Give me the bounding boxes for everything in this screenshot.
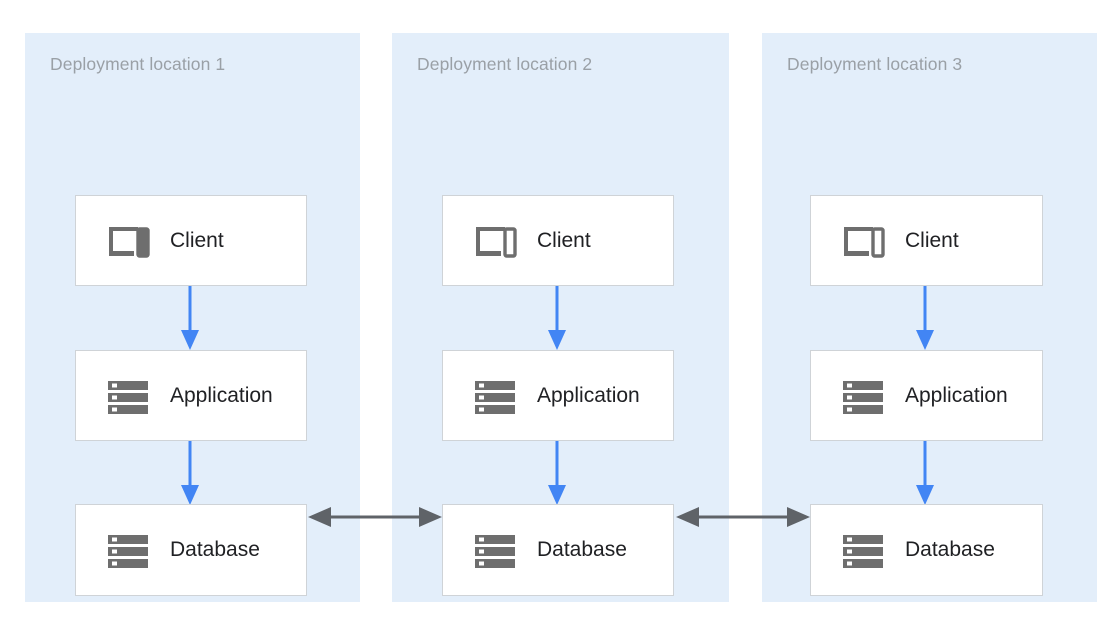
node-label: Client — [537, 228, 591, 252]
server-stack-icon — [843, 380, 883, 414]
arrow-client-to-application — [916, 286, 934, 350]
arrow-database-1-to-database-2 — [308, 507, 442, 527]
node-label: Application — [537, 383, 640, 407]
arrow-application-to-database — [181, 441, 199, 505]
server-stack-icon — [475, 535, 515, 568]
devices-icon — [844, 226, 885, 258]
server-stack-icon — [108, 380, 148, 414]
deployment-zone-3: Deployment location 3 Client Applicat — [762, 33, 1097, 602]
zone-label: Deployment location 2 — [417, 54, 593, 74]
node-label: Application — [905, 383, 1008, 407]
arrow-client-to-application — [548, 286, 566, 350]
zone-label: Deployment location 3 — [787, 54, 963, 74]
server-stack-icon — [843, 535, 883, 568]
server-stack-icon — [475, 380, 515, 414]
node-client[interactable]: Client — [75, 195, 307, 286]
deployment-zone-1: Deployment location 1 Client — [25, 33, 360, 602]
arrow-database-2-to-database-3 — [676, 507, 810, 527]
zone-label: Deployment location 1 — [50, 54, 226, 74]
server-stack-icon — [108, 535, 148, 568]
node-client[interactable]: Client — [442, 195, 674, 286]
node-label: Client — [905, 228, 959, 252]
node-label: Database — [170, 538, 260, 561]
node-application[interactable]: Application — [75, 350, 307, 441]
arrow-client-to-application — [181, 286, 199, 350]
node-label: Database — [537, 538, 627, 561]
devices-icon — [476, 226, 517, 258]
devices-icon — [109, 226, 150, 258]
node-database[interactable]: Database — [810, 504, 1043, 596]
node-database[interactable]: Database — [442, 504, 674, 596]
deployment-zone-2: Deployment location 2 Client Applicat — [392, 33, 729, 602]
node-label: Database — [905, 538, 995, 561]
node-client[interactable]: Client — [810, 195, 1043, 286]
node-database[interactable]: Database — [75, 504, 307, 596]
node-label: Client — [170, 228, 224, 252]
arrow-application-to-database — [548, 441, 566, 505]
node-application[interactable]: Application — [810, 350, 1043, 441]
node-application[interactable]: Application — [442, 350, 674, 441]
node-label: Application — [170, 383, 273, 407]
arrow-application-to-database — [916, 441, 934, 505]
